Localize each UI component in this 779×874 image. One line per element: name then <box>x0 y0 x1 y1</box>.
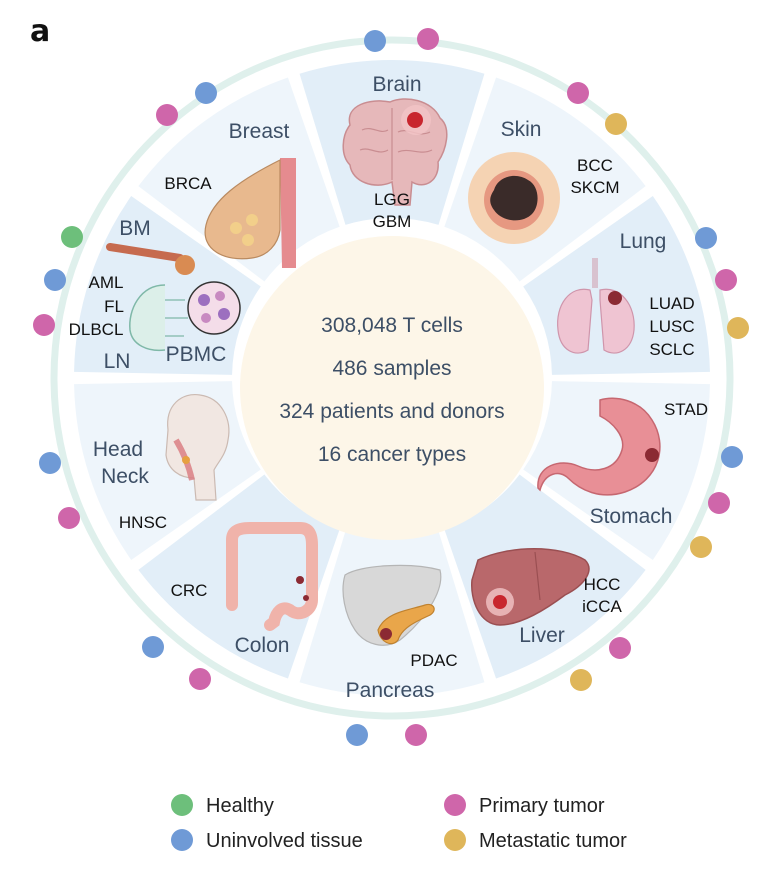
dot-uninvolved <box>195 82 217 104</box>
dot-uninvolved <box>39 452 61 474</box>
center-circle <box>240 236 544 540</box>
pancreas-segment: PDAC Pancreas <box>342 564 458 702</box>
dot-primary <box>405 724 427 746</box>
dot-uninvolved <box>142 636 164 658</box>
lung-code-sclc: SCLC <box>649 340 694 359</box>
stat-samples: 486 samples <box>332 357 451 380</box>
headneck-segment: Head Neck HNSC <box>93 393 230 532</box>
liver-segment: HCC iCCA Liver <box>471 548 622 647</box>
liver-illustration <box>471 548 590 626</box>
sample-type-dots <box>33 28 749 746</box>
bm-label: BM <box>119 217 151 240</box>
stat-t-cells: 308,048 T cells <box>321 314 463 337</box>
stomach-code-stad: STAD <box>664 400 708 419</box>
lung-segment: Lung LUAD LUSC SCLC <box>557 230 695 359</box>
lung-code-luad: LUAD <box>649 294 694 313</box>
pancreas-illustration <box>342 564 442 646</box>
stomach-label: Stomach <box>590 505 673 528</box>
dot-uninvolved <box>364 30 386 52</box>
dot-uninvolved <box>44 269 66 291</box>
brain-code-lgg: LGG <box>374 190 410 209</box>
bm-code-aml: AML <box>89 273 124 292</box>
dot-primary <box>715 269 737 291</box>
legend-label-uninvolved: Uninvolved tissue <box>206 830 363 852</box>
legend-label-metastatic: Metastatic tumor <box>479 830 627 852</box>
dot-primary <box>708 492 730 514</box>
breast-label: Breast <box>229 120 290 143</box>
colon-code-crc: CRC <box>171 581 208 600</box>
skin-code-skcm: SKCM <box>570 178 619 197</box>
legend-swatch-primary <box>444 794 466 816</box>
lymph-node-illustration <box>129 284 188 352</box>
legend-swatch-healthy <box>171 794 193 816</box>
stat-patients: 324 patients and donors <box>279 400 504 423</box>
legend-label-healthy: Healthy <box>206 795 274 817</box>
dot-metastatic <box>605 113 627 135</box>
stat-cancer-types: 16 cancer types <box>318 443 466 466</box>
dot-uninvolved <box>695 227 717 249</box>
headneck-label-head: Head <box>93 438 143 461</box>
pbmc-illustration <box>187 281 241 335</box>
dot-healthy <box>61 226 83 248</box>
dot-primary <box>156 104 178 126</box>
dot-primary <box>417 28 439 50</box>
dot-primary <box>609 637 631 659</box>
headneck-code-hnsc: HNSC <box>119 513 167 532</box>
brain-segment: Brain LGG GBM <box>342 73 448 231</box>
pancreas-code-pdac: PDAC <box>410 651 457 670</box>
colon-label: Colon <box>235 634 290 657</box>
skin-illustration <box>468 152 560 244</box>
bm-code-fl: FL <box>104 297 124 316</box>
dot-primary <box>189 668 211 690</box>
lung-illustration <box>557 258 635 354</box>
stomach-illustration <box>537 397 661 496</box>
lung-code-lusc: LUSC <box>649 317 694 336</box>
pbmc-label: PBMC <box>166 343 227 366</box>
pancreas-label: Pancreas <box>346 679 435 702</box>
panel-label: a <box>30 14 50 49</box>
dot-primary <box>567 82 589 104</box>
dot-primary <box>58 507 80 529</box>
skin-segment: Skin BCC SKCM <box>468 118 620 244</box>
breast-code-brca: BRCA <box>164 174 212 193</box>
outer-ring <box>50 36 734 720</box>
legend-swatch-uninvolved <box>171 829 193 851</box>
dot-uninvolved <box>721 446 743 468</box>
brain-illustration <box>342 98 448 206</box>
skin-code-bcc: BCC <box>577 156 613 175</box>
bm-code-dlbcl: DLBCL <box>69 320 124 339</box>
headneck-label-neck: Neck <box>101 465 149 488</box>
breast-segment: Breast BRCA <box>164 120 296 268</box>
lung-label: Lung <box>620 230 667 253</box>
liver-code-hcc: HCC <box>584 575 621 594</box>
colon-segment: CRC Colon <box>171 522 318 657</box>
dot-metastatic <box>690 536 712 558</box>
liver-label: Liver <box>519 624 565 647</box>
bone-illustration <box>106 243 195 275</box>
dot-primary <box>33 314 55 336</box>
dot-metastatic <box>727 317 749 339</box>
skin-label: Skin <box>501 118 542 141</box>
ln-label: LN <box>104 350 131 373</box>
liver-code-icca: iCCA <box>582 597 622 616</box>
legend: Healthy Uninvolved tissue Primary tumor … <box>171 794 627 852</box>
dot-uninvolved <box>346 724 368 746</box>
brain-label: Brain <box>372 73 421 96</box>
legend-label-primary: Primary tumor <box>479 795 605 817</box>
dot-metastatic <box>570 669 592 691</box>
stomach-segment: STAD Stomach <box>537 397 708 528</box>
headneck-illustration <box>165 393 230 501</box>
bm-segment: BM AML FL DLBCL PBMC LN <box>69 217 241 373</box>
brain-code-gbm: GBM <box>373 212 412 231</box>
legend-swatch-metastatic <box>444 829 466 851</box>
colon-illustration <box>226 522 318 631</box>
breast-illustration <box>204 158 296 268</box>
